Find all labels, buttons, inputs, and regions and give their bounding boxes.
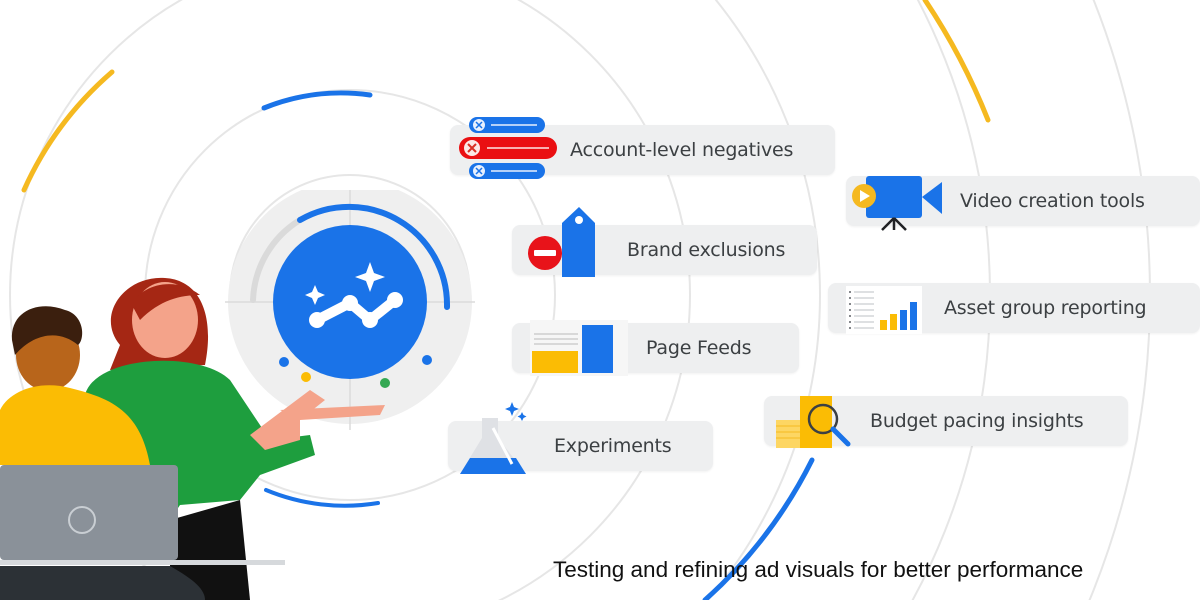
video-camera-icon [852, 176, 942, 231]
feature-label: Budget pacing insights [870, 410, 1084, 432]
blue-arc-top [261, 90, 373, 111]
feature-label: Asset group reporting [944, 297, 1147, 319]
yellow-arc-right [922, 0, 991, 123]
feature-card-budget-pacing-insights: Budget pacing insights [764, 396, 1128, 448]
blue-arc-bottom [702, 457, 815, 600]
feature-card-experiments: Experiments [448, 402, 713, 474]
caption: Testing and refining ad visuals for bett… [553, 557, 1084, 582]
blue-arc-hero-bottom [264, 488, 380, 508]
feature-label: Experiments [554, 435, 672, 457]
bar-chart-report-icon [846, 286, 922, 334]
feature-card-page-feeds: Page Feeds [512, 320, 799, 376]
negative-keyword-list-icon [459, 117, 557, 179]
feature-label: Account-level negatives [570, 139, 794, 161]
hero-dial [225, 190, 475, 430]
feature-card-video-creation-tools: Video creation tools [846, 176, 1200, 231]
magnifier-coins-icon [776, 396, 851, 448]
yellow-arc-left [21, 69, 115, 193]
people-illustration [0, 277, 385, 600]
tag-minus-icon [528, 207, 595, 277]
feature-label: Brand exclusions [627, 239, 786, 261]
feature-label: Page Feeds [646, 337, 752, 359]
feature-card-account-level-negatives: Account-level negatives [450, 117, 835, 179]
feature-card-asset-group-reporting: Asset group reporting [828, 283, 1200, 334]
feature-label: Video creation tools [960, 190, 1145, 212]
flask-icon [460, 402, 527, 474]
page-feed-icon [530, 320, 628, 376]
feature-card-brand-exclusions: Brand exclusions [512, 207, 817, 277]
